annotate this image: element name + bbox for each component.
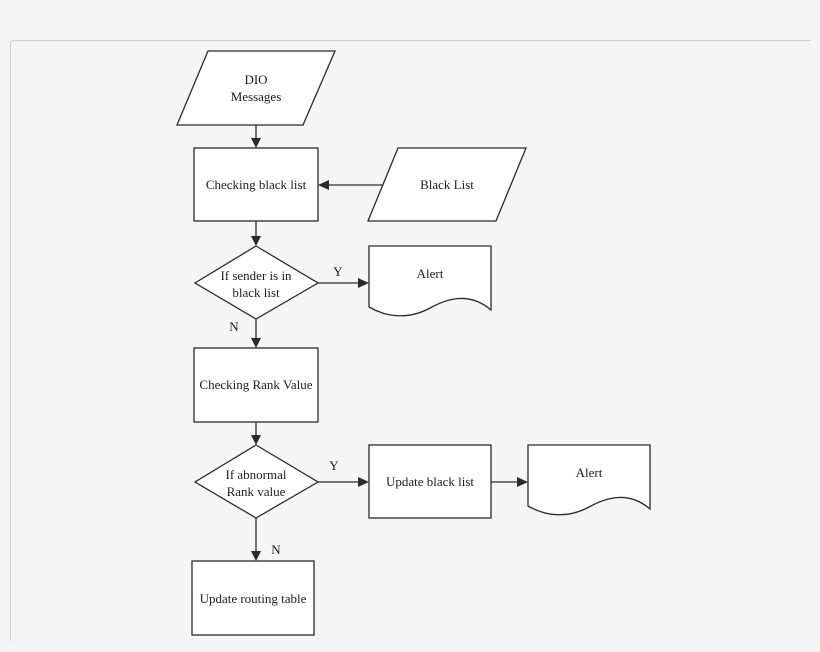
update-routing-table-box: Update routing table: [191, 560, 315, 636]
checking-black-list-box: Checking black list: [193, 147, 319, 222]
update-routing-label: Update routing table: [200, 591, 307, 606]
arrow-blacklist-to-check: [318, 180, 383, 190]
black-list-label: Black List: [420, 177, 474, 192]
dio-label-line2: Messages: [231, 89, 282, 104]
decision-rank-line1: If abnormal: [225, 467, 286, 482]
no-label-2: N: [271, 542, 281, 557]
alert-document-1: Alert: [368, 245, 492, 317]
arrow-check-to-decision1: [251, 221, 261, 246]
diagram-card: [10, 40, 811, 641]
decision-abnormal-rank: If abnormal Rank value: [193, 444, 320, 519]
checking-black-list-label: Checking black list: [206, 177, 307, 192]
yes-label-2: Y: [329, 458, 339, 473]
alert-1-label: Alert: [417, 266, 444, 281]
arrow-update-to-alert2: [491, 477, 528, 487]
arrow-rank-to-decision2: [251, 422, 261, 445]
dio-messages-input: DIO Messages: [176, 50, 336, 126]
decision-sender-line2: black list: [232, 285, 280, 300]
alert-document-2: Alert: [527, 444, 651, 516]
alert-2-label: Alert: [576, 465, 603, 480]
black-list-input: Black List: [367, 147, 527, 222]
no-label-1: N: [229, 319, 239, 334]
checking-rank-value-box: Checking Rank Value: [193, 347, 319, 423]
decision-sender-line1: If sender is in: [220, 268, 292, 283]
arrow-decision1-yes: Y: [318, 264, 369, 288]
update-black-list-label: Update black list: [386, 474, 474, 489]
update-black-list-box: Update black list: [368, 444, 492, 519]
decision-sender-in-black-list: If sender is in black list: [193, 245, 320, 320]
dio-label-line1: DIO: [244, 72, 267, 87]
arrow-decision2-no: N: [251, 518, 281, 561]
yes-label-1: Y: [333, 264, 343, 279]
arrow-dio-to-check: [251, 125, 261, 148]
arrow-decision2-yes: Y: [318, 458, 369, 487]
arrow-decision1-no: N: [229, 319, 261, 348]
checking-rank-label: Checking Rank Value: [199, 377, 312, 392]
decision-rank-line2: Rank value: [227, 484, 286, 499]
